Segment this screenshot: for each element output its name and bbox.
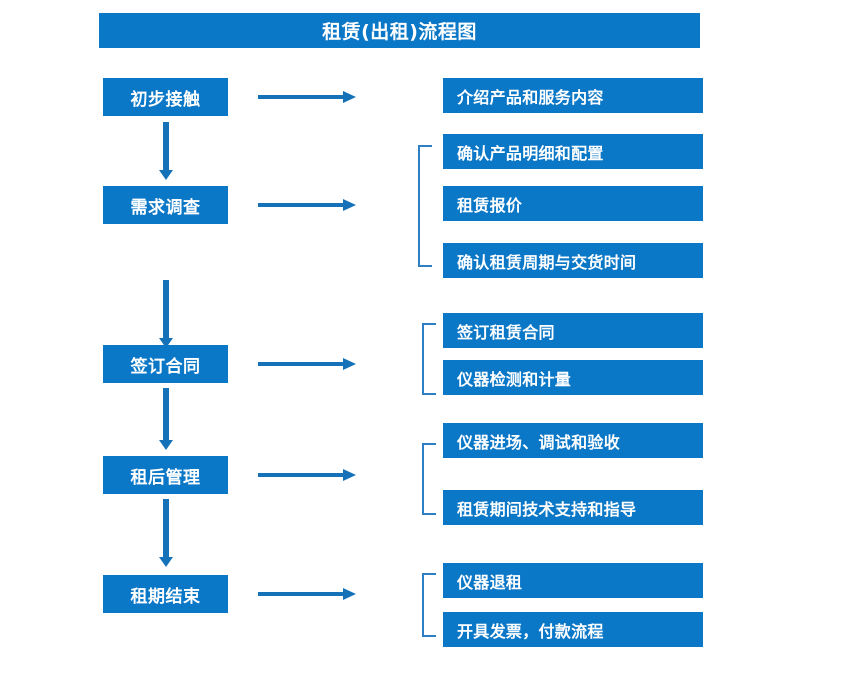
detail-box-5-1[interactable]: 仪器退租 — [443, 563, 703, 598]
arrow-head — [159, 338, 173, 348]
arrow-shaft — [163, 280, 169, 338]
detail-box-1-1[interactable]: 介绍产品和服务内容 — [443, 78, 703, 113]
arrow-shaft — [258, 592, 346, 596]
arrow-head — [159, 440, 173, 450]
stage-box-2[interactable]: 需求调查 — [103, 186, 228, 224]
arrow-shaft — [258, 203, 346, 207]
arrow-head — [343, 358, 356, 370]
group-bracket-4 — [422, 443, 436, 515]
arrow-down-2 — [157, 280, 175, 348]
arrow-shaft — [258, 95, 346, 99]
arrow-head — [343, 91, 356, 103]
detail-box-4-2[interactable]: 租赁期间技术支持和指导 — [443, 490, 703, 525]
detail-box-2-1[interactable]: 确认产品明细和配置 — [443, 134, 703, 169]
stage-box-1[interactable]: 初步接触 — [103, 78, 228, 116]
group-bracket-2 — [418, 145, 432, 267]
arrow-shaft — [258, 473, 346, 477]
detail-box-4-1[interactable]: 仪器进场、调试和验收 — [443, 423, 703, 458]
arrow-shaft — [163, 499, 169, 557]
arrow-down-4 — [157, 499, 175, 567]
detail-box-3-2[interactable]: 仪器检测和计量 — [443, 360, 703, 395]
page-title: 租赁(出租)流程图 — [99, 13, 700, 48]
arrow-right-2 — [258, 198, 358, 212]
arrow-shaft — [163, 388, 169, 440]
arrow-shaft — [163, 122, 169, 170]
arrow-head — [159, 557, 173, 567]
stage-box-4[interactable]: 租后管理 — [103, 456, 228, 494]
detail-box-5-2[interactable]: 开具发票，付款流程 — [443, 612, 703, 647]
arrow-down-3 — [157, 388, 175, 450]
arrow-right-4 — [258, 468, 358, 482]
detail-box-2-3[interactable]: 确认租赁周期与交货时间 — [443, 243, 703, 278]
arrow-head — [343, 199, 356, 211]
arrow-right-1 — [258, 90, 358, 104]
arrow-right-3 — [258, 357, 358, 371]
stage-box-3[interactable]: 签订合同 — [103, 345, 228, 383]
arrow-head — [343, 469, 356, 481]
detail-box-2-2[interactable]: 租赁报价 — [443, 186, 703, 221]
stage-box-5[interactable]: 租期结束 — [103, 575, 228, 613]
arrow-head — [343, 588, 356, 600]
arrow-shaft — [258, 362, 346, 366]
group-bracket-5 — [422, 573, 436, 637]
arrow-right-5 — [258, 587, 358, 601]
arrow-head — [159, 170, 173, 180]
detail-box-3-1[interactable]: 签订租赁合同 — [443, 313, 703, 348]
arrow-down-1 — [157, 122, 175, 180]
group-bracket-3 — [422, 323, 436, 395]
